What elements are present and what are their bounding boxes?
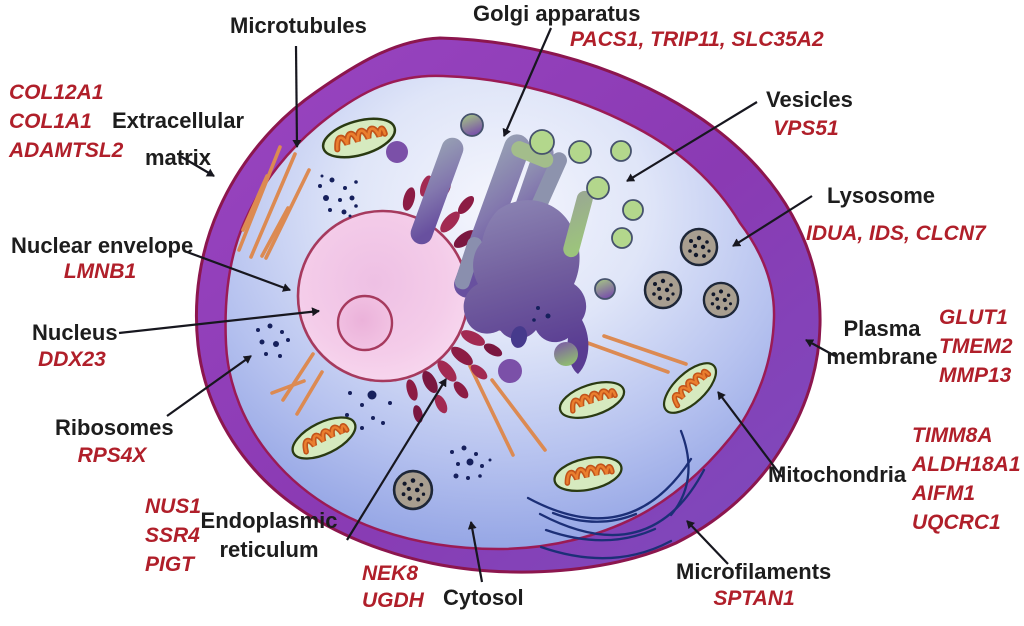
label-golgi-apparatus: Golgi apparatus bbox=[473, 1, 641, 26]
microfilaments-shape bbox=[526, 429, 706, 560]
ribosomes-shape bbox=[256, 174, 551, 480]
genes-vesicles: VPS51 bbox=[773, 117, 839, 140]
label-line: Plasma bbox=[843, 316, 921, 341]
genes-cytosol: NEK8 UGDH bbox=[362, 560, 424, 614]
gene-line: AIFM1 bbox=[912, 482, 975, 505]
mitochondria-shape bbox=[291, 117, 718, 493]
nucleolus-shape bbox=[336, 294, 394, 352]
label-mitochondria: Mitochondria bbox=[768, 462, 907, 487]
label-vesicles: Vesicles bbox=[766, 87, 853, 112]
gene-line: UGDH bbox=[362, 589, 424, 612]
nucleus-shape bbox=[296, 209, 470, 383]
gene-line: TIMM8A bbox=[912, 424, 993, 447]
gene-line: PIGT bbox=[145, 553, 195, 576]
label-line: reticulum bbox=[219, 537, 319, 562]
label-ribosomes: Ribosomes bbox=[55, 415, 174, 440]
gene-line: GLUT1 bbox=[939, 306, 1008, 329]
genes-mitochondria: TIMM8A ALDH18A1 AIFM1 UQCRC1 bbox=[912, 421, 1021, 537]
golgi-apparatus-shape bbox=[410, 134, 593, 374]
leader-arrows bbox=[118, 27, 836, 583]
gene-line: ADAMTSL2 bbox=[9, 139, 124, 162]
label-extracellular-matrix: Extracellular matrix bbox=[106, 102, 250, 176]
gene-line: COL1A1 bbox=[9, 110, 92, 133]
label-cytosol: Cytosol bbox=[443, 585, 524, 610]
genes-nucleus: DDX23 bbox=[38, 348, 106, 371]
label-nucleus: Nucleus bbox=[32, 320, 118, 345]
gene-line: MMP13 bbox=[939, 364, 1012, 387]
label-endoplasmic-reticulum: Endoplasmic reticulum bbox=[200, 506, 338, 564]
gene-line: COL12A1 bbox=[9, 81, 104, 104]
gene-line: NEK8 bbox=[362, 562, 419, 585]
gene-line: SSR4 bbox=[145, 524, 200, 547]
label-line: Extracellular bbox=[111, 108, 245, 133]
genes-endoplasmic-reticulum: NUS1 SSR4 PIGT bbox=[145, 492, 201, 579]
gene-line: UQCRC1 bbox=[912, 511, 1001, 534]
lysosome-shape bbox=[392, 227, 740, 511]
label-line: Endoplasmic bbox=[200, 508, 338, 533]
microtubules-shape bbox=[237, 145, 688, 457]
transport-vesicles-purple bbox=[386, 141, 578, 383]
gene-line: NUS1 bbox=[145, 495, 202, 518]
vesicles-shape bbox=[460, 113, 644, 300]
genes-nuclear-envelope: LMNB1 bbox=[63, 260, 137, 283]
label-lysosome: Lysosome bbox=[827, 183, 936, 208]
label-microtubules: Microtubules bbox=[230, 13, 367, 38]
label-nuclear-envelope: Nuclear envelope bbox=[11, 233, 194, 258]
gene-line: TMEM2 bbox=[939, 335, 1013, 358]
genes-microfilaments: SPTAN1 bbox=[713, 587, 795, 610]
genes-ribosomes: RPS4X bbox=[77, 444, 147, 467]
genes-golgi: PACS1, TRIP11, SLC35A2 bbox=[570, 28, 824, 51]
label-plasma-membrane: Plasma membrane bbox=[822, 315, 942, 371]
label-microfilaments: Microfilaments bbox=[676, 559, 832, 584]
genes-plasma-membrane: GLUT1 TMEM2 MMP13 bbox=[939, 303, 1013, 390]
label-line: membrane bbox=[826, 344, 938, 369]
label-line: matrix bbox=[144, 145, 212, 170]
genes-lysosome: IDUA, IDS, CLCN7 bbox=[806, 222, 986, 245]
genes-extracellular-matrix: COL12A1 COL1A1 ADAMTSL2 bbox=[9, 78, 123, 165]
gene-line: ALDH18A1 bbox=[912, 453, 1021, 476]
